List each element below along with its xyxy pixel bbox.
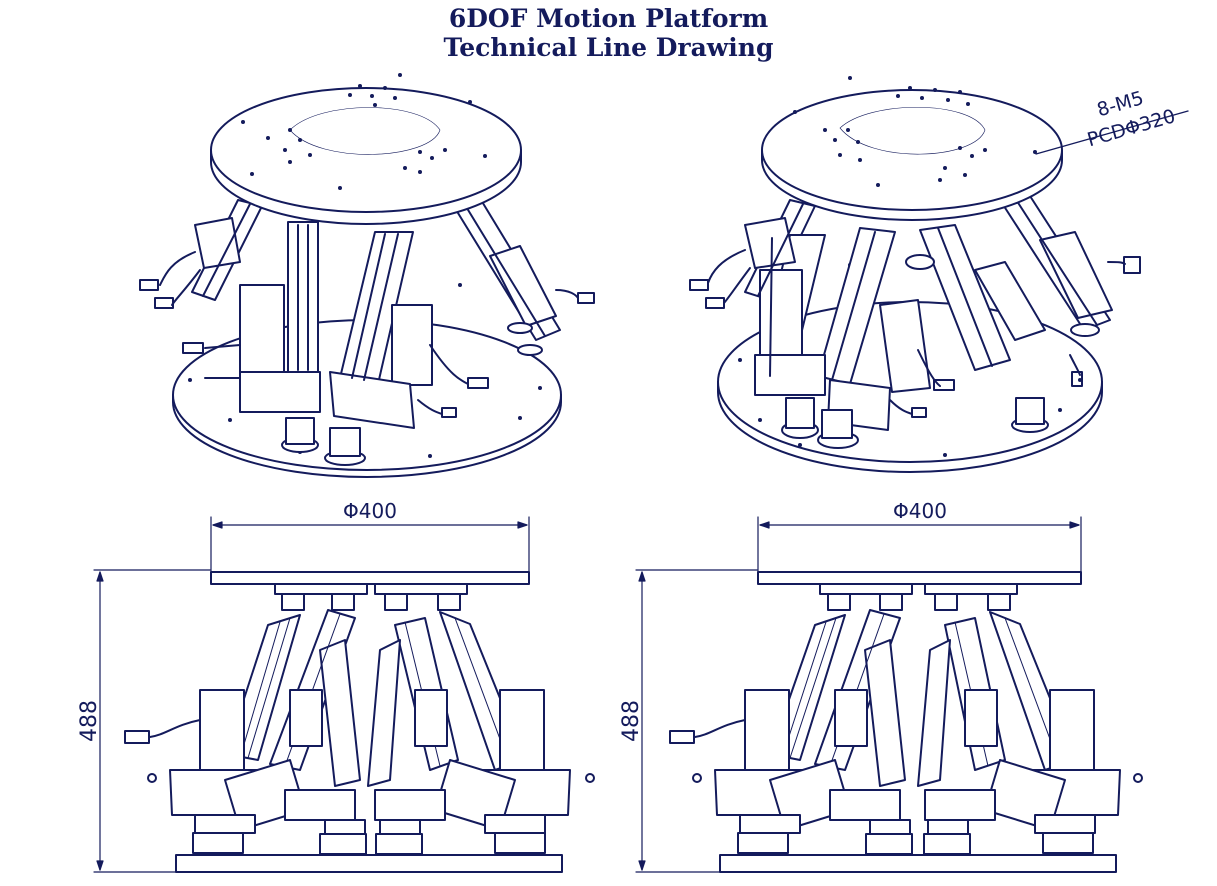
- height-label-right: 488: [619, 700, 644, 742]
- iso-view-right: [689, 76, 1189, 473]
- title-line-1: 6DOF Motion Platform: [448, 4, 769, 33]
- iso-view-left: [139, 73, 595, 478]
- front-view-right: [635, 516, 1143, 873]
- diameter-label-left: Φ400: [343, 499, 397, 523]
- diameter-label-right: Φ400: [893, 499, 947, 523]
- height-label-left: 488: [77, 700, 102, 742]
- front-view-left: [93, 516, 595, 873]
- title-line-2: Technical Line Drawing: [443, 33, 774, 62]
